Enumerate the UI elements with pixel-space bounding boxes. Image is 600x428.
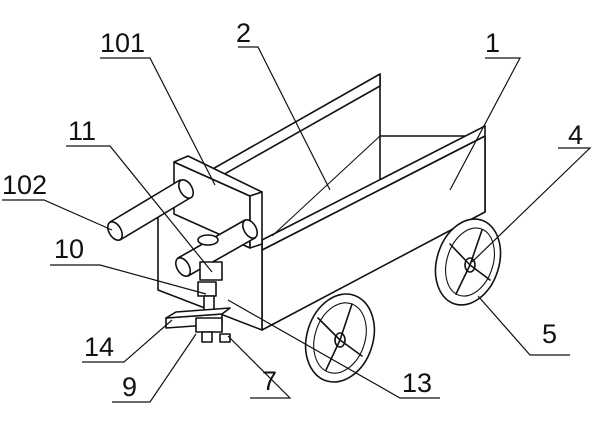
leader-lines	[2, 46, 592, 403]
label-9: 9	[122, 372, 137, 402]
label-11: 11	[68, 116, 96, 146]
label-10: 10	[54, 234, 84, 264]
front-wheel	[304, 293, 376, 383]
label-14: 14	[84, 332, 114, 362]
label-1: 1	[485, 28, 500, 58]
cart-body	[157, 73, 486, 331]
label-102: 102	[2, 170, 47, 200]
part-labels: 101 2 1 4 5 11 102 10 14 9 7 13	[2, 18, 583, 402]
label-101: 101	[100, 28, 145, 58]
label-2: 2	[236, 18, 251, 48]
label-13: 13	[402, 368, 432, 398]
handle-rods	[106, 179, 259, 277]
label-5: 5	[542, 319, 557, 349]
label-4: 4	[568, 120, 583, 150]
label-7: 7	[262, 366, 277, 396]
clamp-mechanism	[165, 234, 231, 343]
